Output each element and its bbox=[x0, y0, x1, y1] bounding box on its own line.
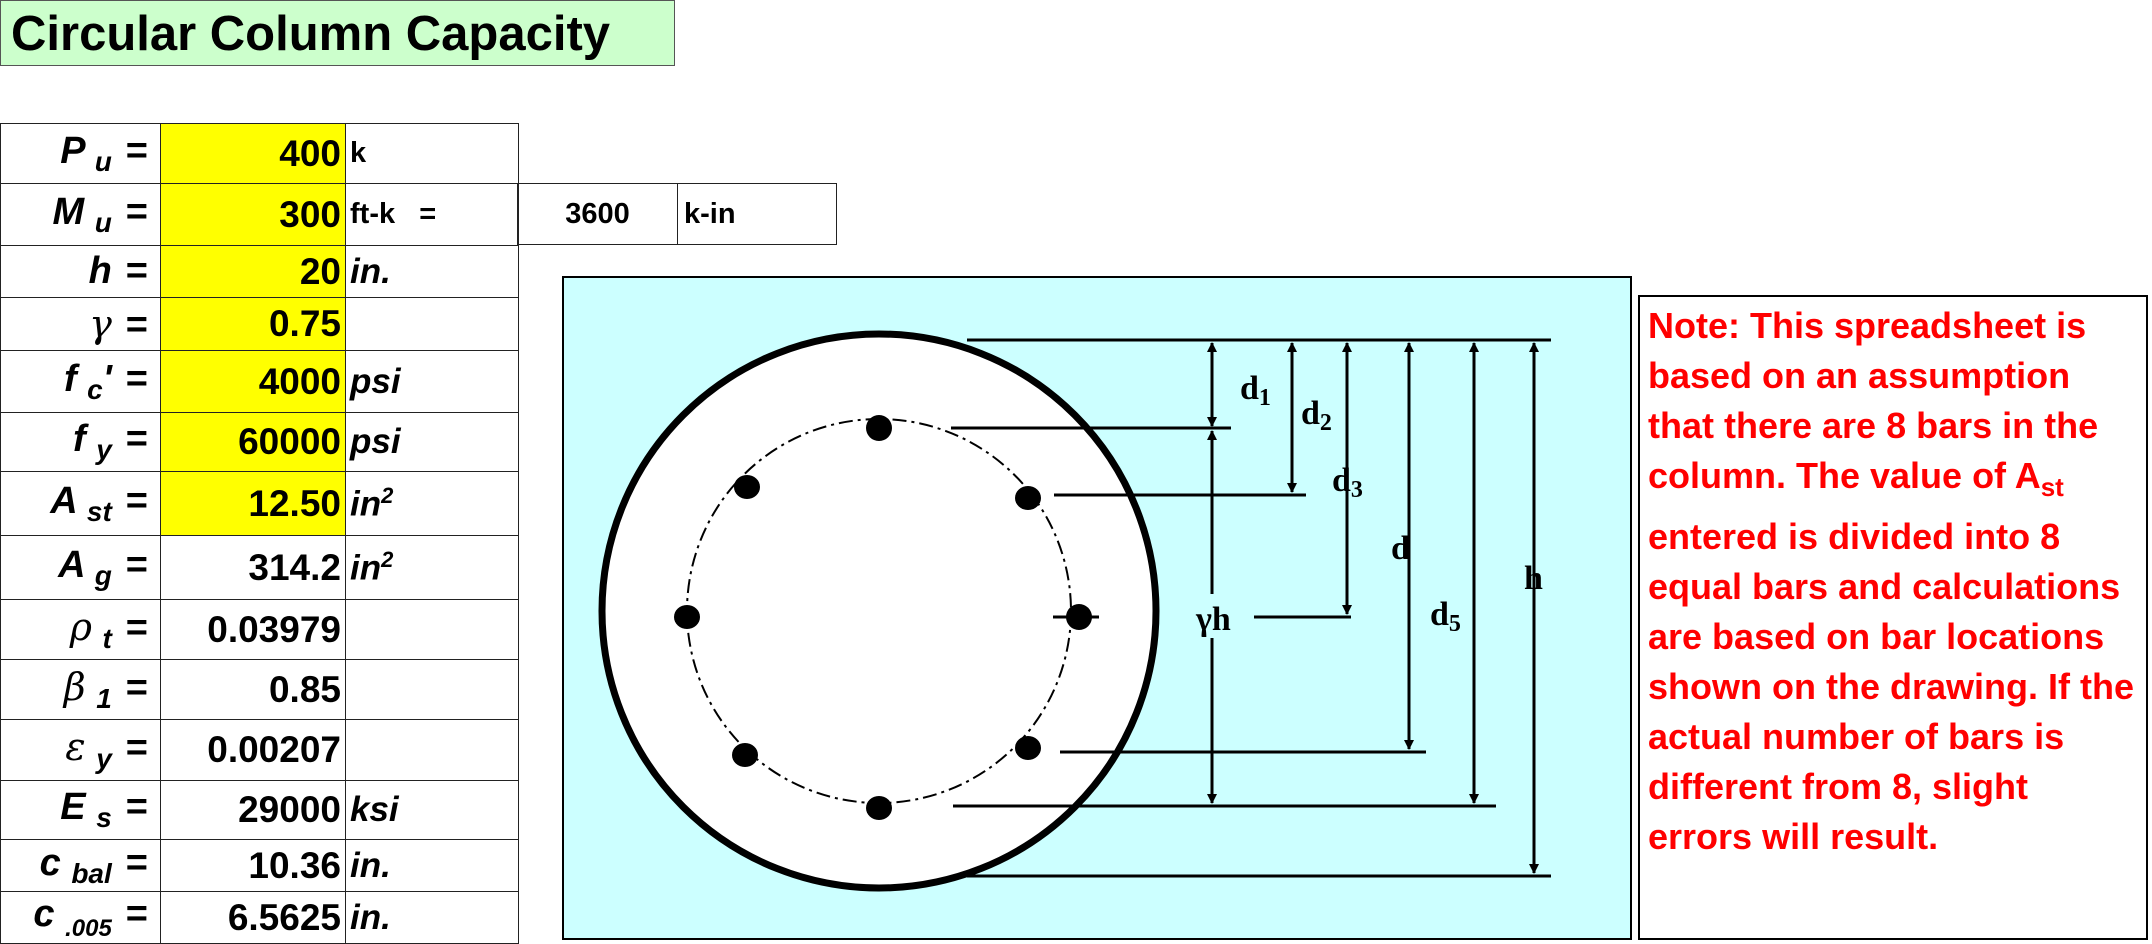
row-fc: f c'= 4000 psi bbox=[0, 350, 519, 413]
rho-unit bbox=[345, 599, 519, 660]
row-fy: f y= 60000 psi bbox=[0, 412, 519, 472]
section-drawing: d1 d2 d3 d d5 h γh bbox=[598, 330, 1551, 892]
row-ag: A g= 314.2 in2 bbox=[0, 535, 519, 600]
label-pu: P u= bbox=[0, 123, 161, 184]
row-rho: ρ t= 0.03979 bbox=[0, 599, 519, 660]
row-beta: β 1= 0.85 bbox=[0, 659, 519, 720]
row-es: E s= 29000 ksi bbox=[0, 780, 519, 840]
label-beta: β 1= bbox=[0, 659, 161, 720]
label-ag: A g= bbox=[0, 535, 161, 600]
row-cbal: c bal= 10.36 in. bbox=[0, 839, 519, 892]
label-fy: f y= bbox=[0, 412, 161, 472]
extension-lines bbox=[951, 338, 1551, 878]
rebar bbox=[866, 796, 892, 820]
rebar bbox=[734, 475, 760, 499]
rebar bbox=[1015, 736, 1041, 760]
gamma-h-label: γh bbox=[1195, 601, 1231, 638]
cbal-cell: 10.36 bbox=[160, 839, 346, 892]
gamma-cell[interactable]: 0.75 bbox=[160, 297, 346, 351]
moment-kin-unit: k-in bbox=[677, 183, 837, 245]
es-unit: ksi bbox=[345, 780, 519, 840]
row-gamma: γ= 0.75 bbox=[0, 297, 519, 351]
epsilon-cell: 0.00207 bbox=[160, 719, 346, 781]
ag-unit: in2 bbox=[345, 535, 519, 600]
rebar bbox=[674, 605, 700, 629]
row-pu: P u= 400 k bbox=[0, 123, 519, 184]
row-mu: M u= 300 ft-k = bbox=[0, 183, 519, 246]
ast-cell[interactable]: 12.50 bbox=[160, 471, 346, 536]
input-table: P u= 400 k M u= 300 ft-k = h= 20 in. γ= … bbox=[0, 123, 519, 944]
d-label: d bbox=[1391, 530, 1410, 567]
fy-unit: psi bbox=[345, 412, 519, 472]
d3-label: d3 bbox=[1332, 462, 1363, 503]
mu-unit: ft-k = bbox=[345, 183, 519, 246]
h-cell[interactable]: 20 bbox=[160, 245, 346, 298]
h-dim-label: h bbox=[1524, 560, 1543, 597]
moment-kin-value: 3600 bbox=[517, 183, 678, 245]
es-cell: 29000 bbox=[160, 780, 346, 840]
d2-label: d2 bbox=[1301, 395, 1332, 436]
label-mu: M u= bbox=[0, 183, 161, 246]
label-fc: f c'= bbox=[0, 350, 161, 413]
label-epsilon: ε y= bbox=[0, 719, 161, 781]
note-box: Note: This spreadsheet is based on an as… bbox=[1638, 295, 2148, 940]
mu-cell[interactable]: 300 bbox=[160, 183, 346, 246]
note-text: Note: This spreadsheet is based on an as… bbox=[1648, 305, 2099, 496]
epsilon-unit bbox=[345, 719, 519, 781]
rho-cell: 0.03979 bbox=[160, 599, 346, 660]
gamma-h-label-bg bbox=[1194, 594, 1234, 638]
label-gamma: γ= bbox=[0, 297, 161, 351]
pu-unit: k bbox=[345, 123, 519, 184]
row-epsilon: ε y= 0.00207 bbox=[0, 719, 519, 781]
d1-label: d1 bbox=[1240, 370, 1271, 411]
gamma-unit bbox=[345, 297, 519, 351]
label-rho: ρ t= bbox=[0, 599, 161, 660]
c005-cell: 6.5625 bbox=[160, 891, 346, 944]
label-c005: c .005= bbox=[0, 891, 161, 944]
row-c005: c .005= 6.5625 in. bbox=[0, 891, 519, 944]
fy-cell[interactable]: 60000 bbox=[160, 412, 346, 472]
h-unit: in. bbox=[345, 245, 519, 298]
beta-unit bbox=[345, 659, 519, 720]
rebar bbox=[732, 743, 758, 767]
fc-unit: psi bbox=[345, 350, 519, 413]
label-h: h= bbox=[0, 245, 161, 298]
label-cbal: c bal= bbox=[0, 839, 161, 892]
cbal-unit: in. bbox=[345, 839, 519, 892]
page-title: Circular Column Capacity bbox=[0, 0, 675, 66]
c005-unit: in. bbox=[345, 891, 519, 944]
column-section-diagram: d1 d2 d3 d d5 h γh bbox=[562, 276, 1632, 940]
row-h: h= 20 in. bbox=[0, 245, 519, 298]
label-ast: A st= bbox=[0, 471, 161, 536]
label-es: E s= bbox=[0, 780, 161, 840]
d5-label: d5 bbox=[1430, 596, 1461, 637]
pu-cell[interactable]: 400 bbox=[160, 123, 346, 184]
row-ast: A st= 12.50 in2 bbox=[0, 471, 519, 536]
fc-cell[interactable]: 4000 bbox=[160, 350, 346, 413]
beta-cell: 0.85 bbox=[160, 659, 346, 720]
note-text-rest: entered is divided into 8 equal bars and… bbox=[1648, 516, 2134, 858]
note-subscript: st bbox=[2040, 472, 2064, 503]
rebar bbox=[866, 415, 892, 441]
rebar bbox=[1015, 486, 1041, 510]
ag-cell: 314.2 bbox=[160, 535, 346, 600]
ast-unit: in2 bbox=[345, 471, 519, 536]
dimension-arrows bbox=[1207, 342, 1539, 874]
